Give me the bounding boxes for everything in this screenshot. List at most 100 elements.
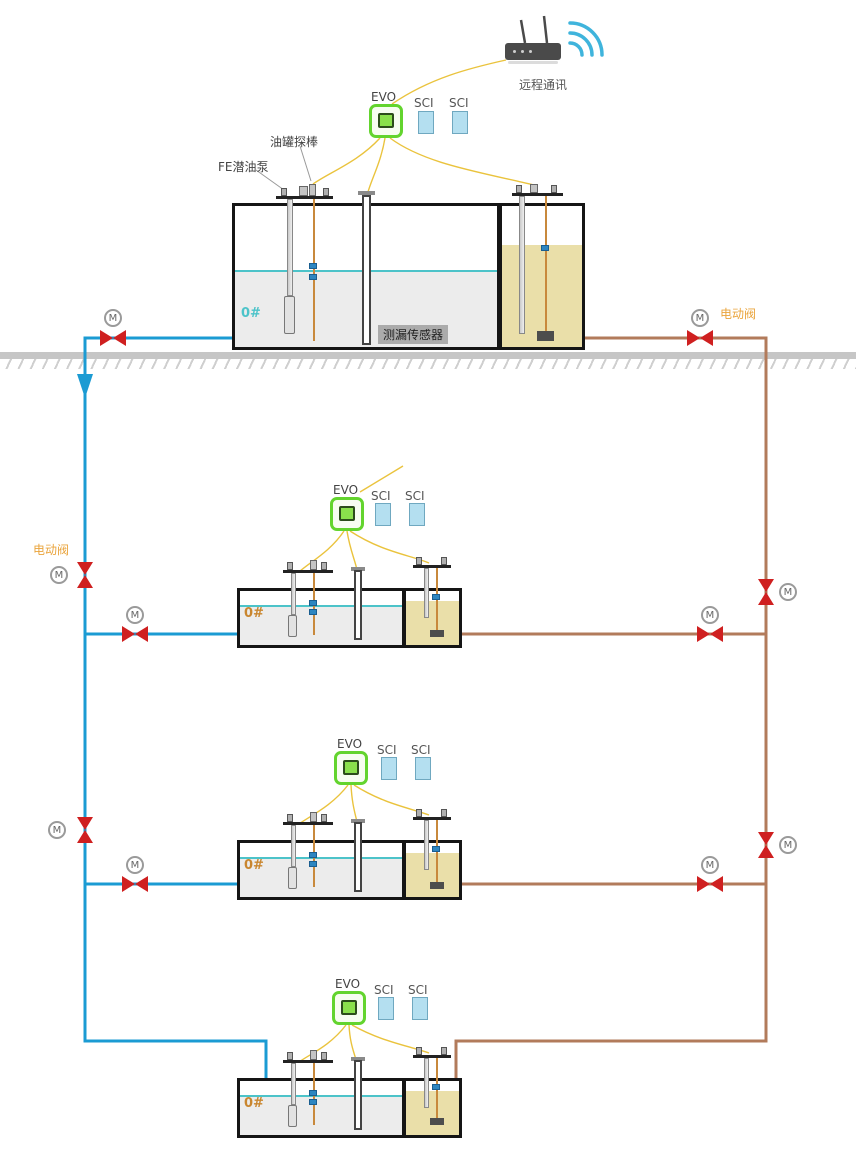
wire-unit4-c — [351, 1024, 430, 1054]
tank-divider — [497, 206, 502, 347]
router-led — [513, 50, 516, 53]
motor-indicator: M — [779, 583, 797, 601]
flange-bolt — [321, 814, 327, 822]
pump-flange — [512, 193, 563, 196]
flange-bolt — [321, 1052, 327, 1060]
probe-base — [430, 882, 444, 889]
wire-unit2-b — [346, 530, 358, 571]
sensor-tube-cap — [351, 819, 365, 823]
probe-float — [309, 861, 317, 867]
flow-arrow-down — [77, 374, 93, 398]
label-leader-lines — [255, 145, 312, 191]
wire-evo-to-router — [391, 59, 507, 105]
evo-label: EVO — [371, 90, 397, 104]
wire-unit3-a — [298, 784, 349, 825]
pump-flange — [413, 817, 451, 820]
probe-float — [432, 1084, 440, 1090]
probe-float — [432, 594, 440, 600]
wire-unit4-b — [348, 1024, 357, 1061]
motor-indicator: M — [701, 856, 719, 874]
evo-screen-icon — [339, 506, 355, 521]
evo-label: EVO — [335, 977, 361, 991]
wifi-arc-icon — [568, 21, 604, 57]
evo-label: EVO — [337, 737, 363, 751]
tank-fuel-compartment — [406, 601, 459, 645]
flange-bolt — [416, 1047, 422, 1055]
wire-evo-sensor — [367, 137, 386, 193]
pump-tube — [519, 196, 525, 334]
probe-float — [309, 609, 317, 615]
flange-bolt — [416, 557, 422, 565]
electric-valve — [77, 817, 93, 843]
wire-unit3-b — [350, 784, 358, 823]
evo-label: EVO — [333, 483, 359, 497]
evo-console — [369, 104, 403, 138]
probe-float — [309, 1090, 317, 1096]
flange-bolt — [287, 1052, 293, 1060]
electric-valve — [687, 330, 713, 346]
evo-console — [332, 991, 366, 1025]
probe-head — [309, 184, 316, 196]
tank-grade-label: 0# — [244, 1096, 264, 1111]
sci-module — [415, 757, 431, 780]
probe-float — [309, 274, 317, 280]
level-probe — [313, 199, 315, 341]
probe-head — [310, 812, 317, 822]
level-probe — [436, 568, 438, 634]
pump-tube — [291, 573, 296, 615]
ground-hatch — [0, 359, 856, 369]
electric-valve — [758, 579, 774, 605]
flange-bolt — [287, 814, 293, 822]
probe-float — [309, 600, 317, 606]
flange-bolt — [441, 809, 447, 817]
electric-valve — [697, 876, 723, 892]
submersible-pump-body — [288, 1105, 297, 1127]
flange-fitting — [299, 186, 308, 196]
sci-module — [381, 757, 397, 780]
tank-liquid — [240, 857, 402, 897]
probe-float — [309, 263, 317, 269]
wire-stub-unit2 — [359, 465, 404, 493]
flange-bolt — [321, 562, 327, 570]
wire-evo-probe2 — [389, 137, 535, 186]
tank-fuel-compartment — [406, 853, 459, 897]
submersible-pump-body — [284, 296, 295, 334]
router-led — [521, 50, 524, 53]
tank-liquid — [240, 1095, 402, 1135]
wire-unit2-a — [298, 530, 345, 573]
tank-divider — [402, 591, 406, 645]
sci-label: SCI — [405, 489, 425, 503]
evo-screen-icon — [343, 760, 359, 775]
remote-comm-label: 远程通讯 — [519, 78, 568, 92]
level-probe — [545, 196, 547, 336]
wire-evo-probe1 — [312, 137, 381, 185]
router-led — [529, 50, 532, 53]
tank-liquid — [240, 605, 402, 645]
sci-label: SCI — [374, 983, 394, 997]
blue-supply-pipe-main — [83, 336, 268, 1079]
sensor-tube-cap — [351, 567, 365, 571]
electric-valve — [697, 626, 723, 642]
pump-flange — [413, 1055, 451, 1058]
level-probe — [436, 1058, 438, 1122]
sci-module — [378, 997, 394, 1020]
motor-indicator: M — [126, 606, 144, 624]
pump-tube — [424, 1058, 429, 1108]
probe-base — [430, 630, 444, 637]
sci-module — [418, 111, 434, 134]
tank-divider — [402, 843, 406, 897]
probe-float — [541, 245, 549, 251]
sci-label: SCI — [414, 96, 434, 110]
evo-console — [334, 751, 368, 785]
leak-sensor-label: 测漏传感器 — [378, 325, 449, 344]
pump-flange — [283, 570, 333, 573]
motor-indicator: M — [126, 856, 144, 874]
sci-module — [452, 111, 468, 134]
motor-indicator: M — [104, 309, 122, 327]
motor-indicator: M — [691, 309, 709, 327]
submersible-pump-body — [288, 615, 297, 637]
flange-bolt — [281, 188, 287, 196]
electric-valve — [100, 330, 126, 346]
flange-bolt — [287, 562, 293, 570]
